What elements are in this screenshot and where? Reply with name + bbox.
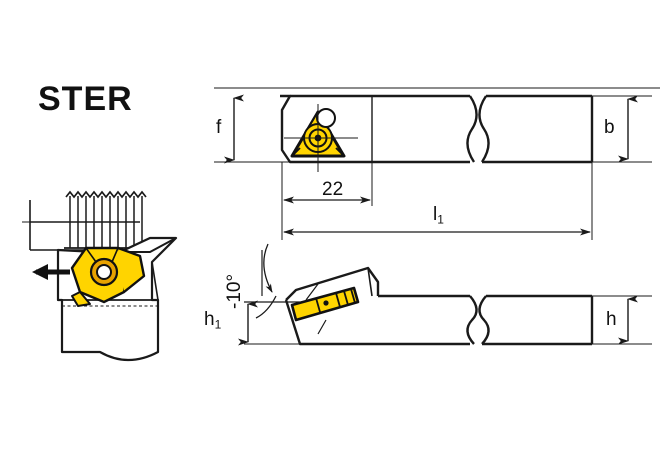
- perspective-view-group: [22, 190, 178, 362]
- dimension-22: [281, 162, 373, 206]
- label-f: f: [216, 117, 222, 138]
- side-view-group: [238, 243, 652, 346]
- threading-insert-side: [290, 283, 360, 335]
- label-l1-sub: 1: [437, 212, 444, 227]
- dimension-f: [214, 94, 290, 164]
- label-h1-base: h: [204, 309, 215, 330]
- label-h1-sub: 1: [214, 317, 222, 332]
- feed-direction-arrow: [32, 264, 70, 280]
- dimension-l1: [281, 162, 593, 240]
- label-h1: h1: [204, 310, 221, 330]
- insert-centerlines-top: [284, 104, 358, 172]
- label-l1-base: l: [433, 204, 438, 225]
- top-view-group: [214, 87, 660, 240]
- thread-profile: [64, 190, 148, 249]
- dimension-h: [592, 295, 652, 345]
- threading-insert-perspective: [70, 246, 146, 307]
- page-title: STER: [38, 80, 133, 118]
- label-rake-angle: -10°: [224, 273, 245, 309]
- label-l1: l1: [433, 205, 444, 225]
- label-h: h: [606, 309, 617, 330]
- label-b: b: [604, 117, 615, 138]
- rake-angle-indicator: [255, 243, 277, 319]
- dimension-h1: [238, 300, 300, 346]
- break-symbol-side: [466, 295, 490, 345]
- break-symbol-top: [466, 95, 490, 163]
- dimension-b: [592, 95, 652, 163]
- label-22: 22: [322, 179, 344, 200]
